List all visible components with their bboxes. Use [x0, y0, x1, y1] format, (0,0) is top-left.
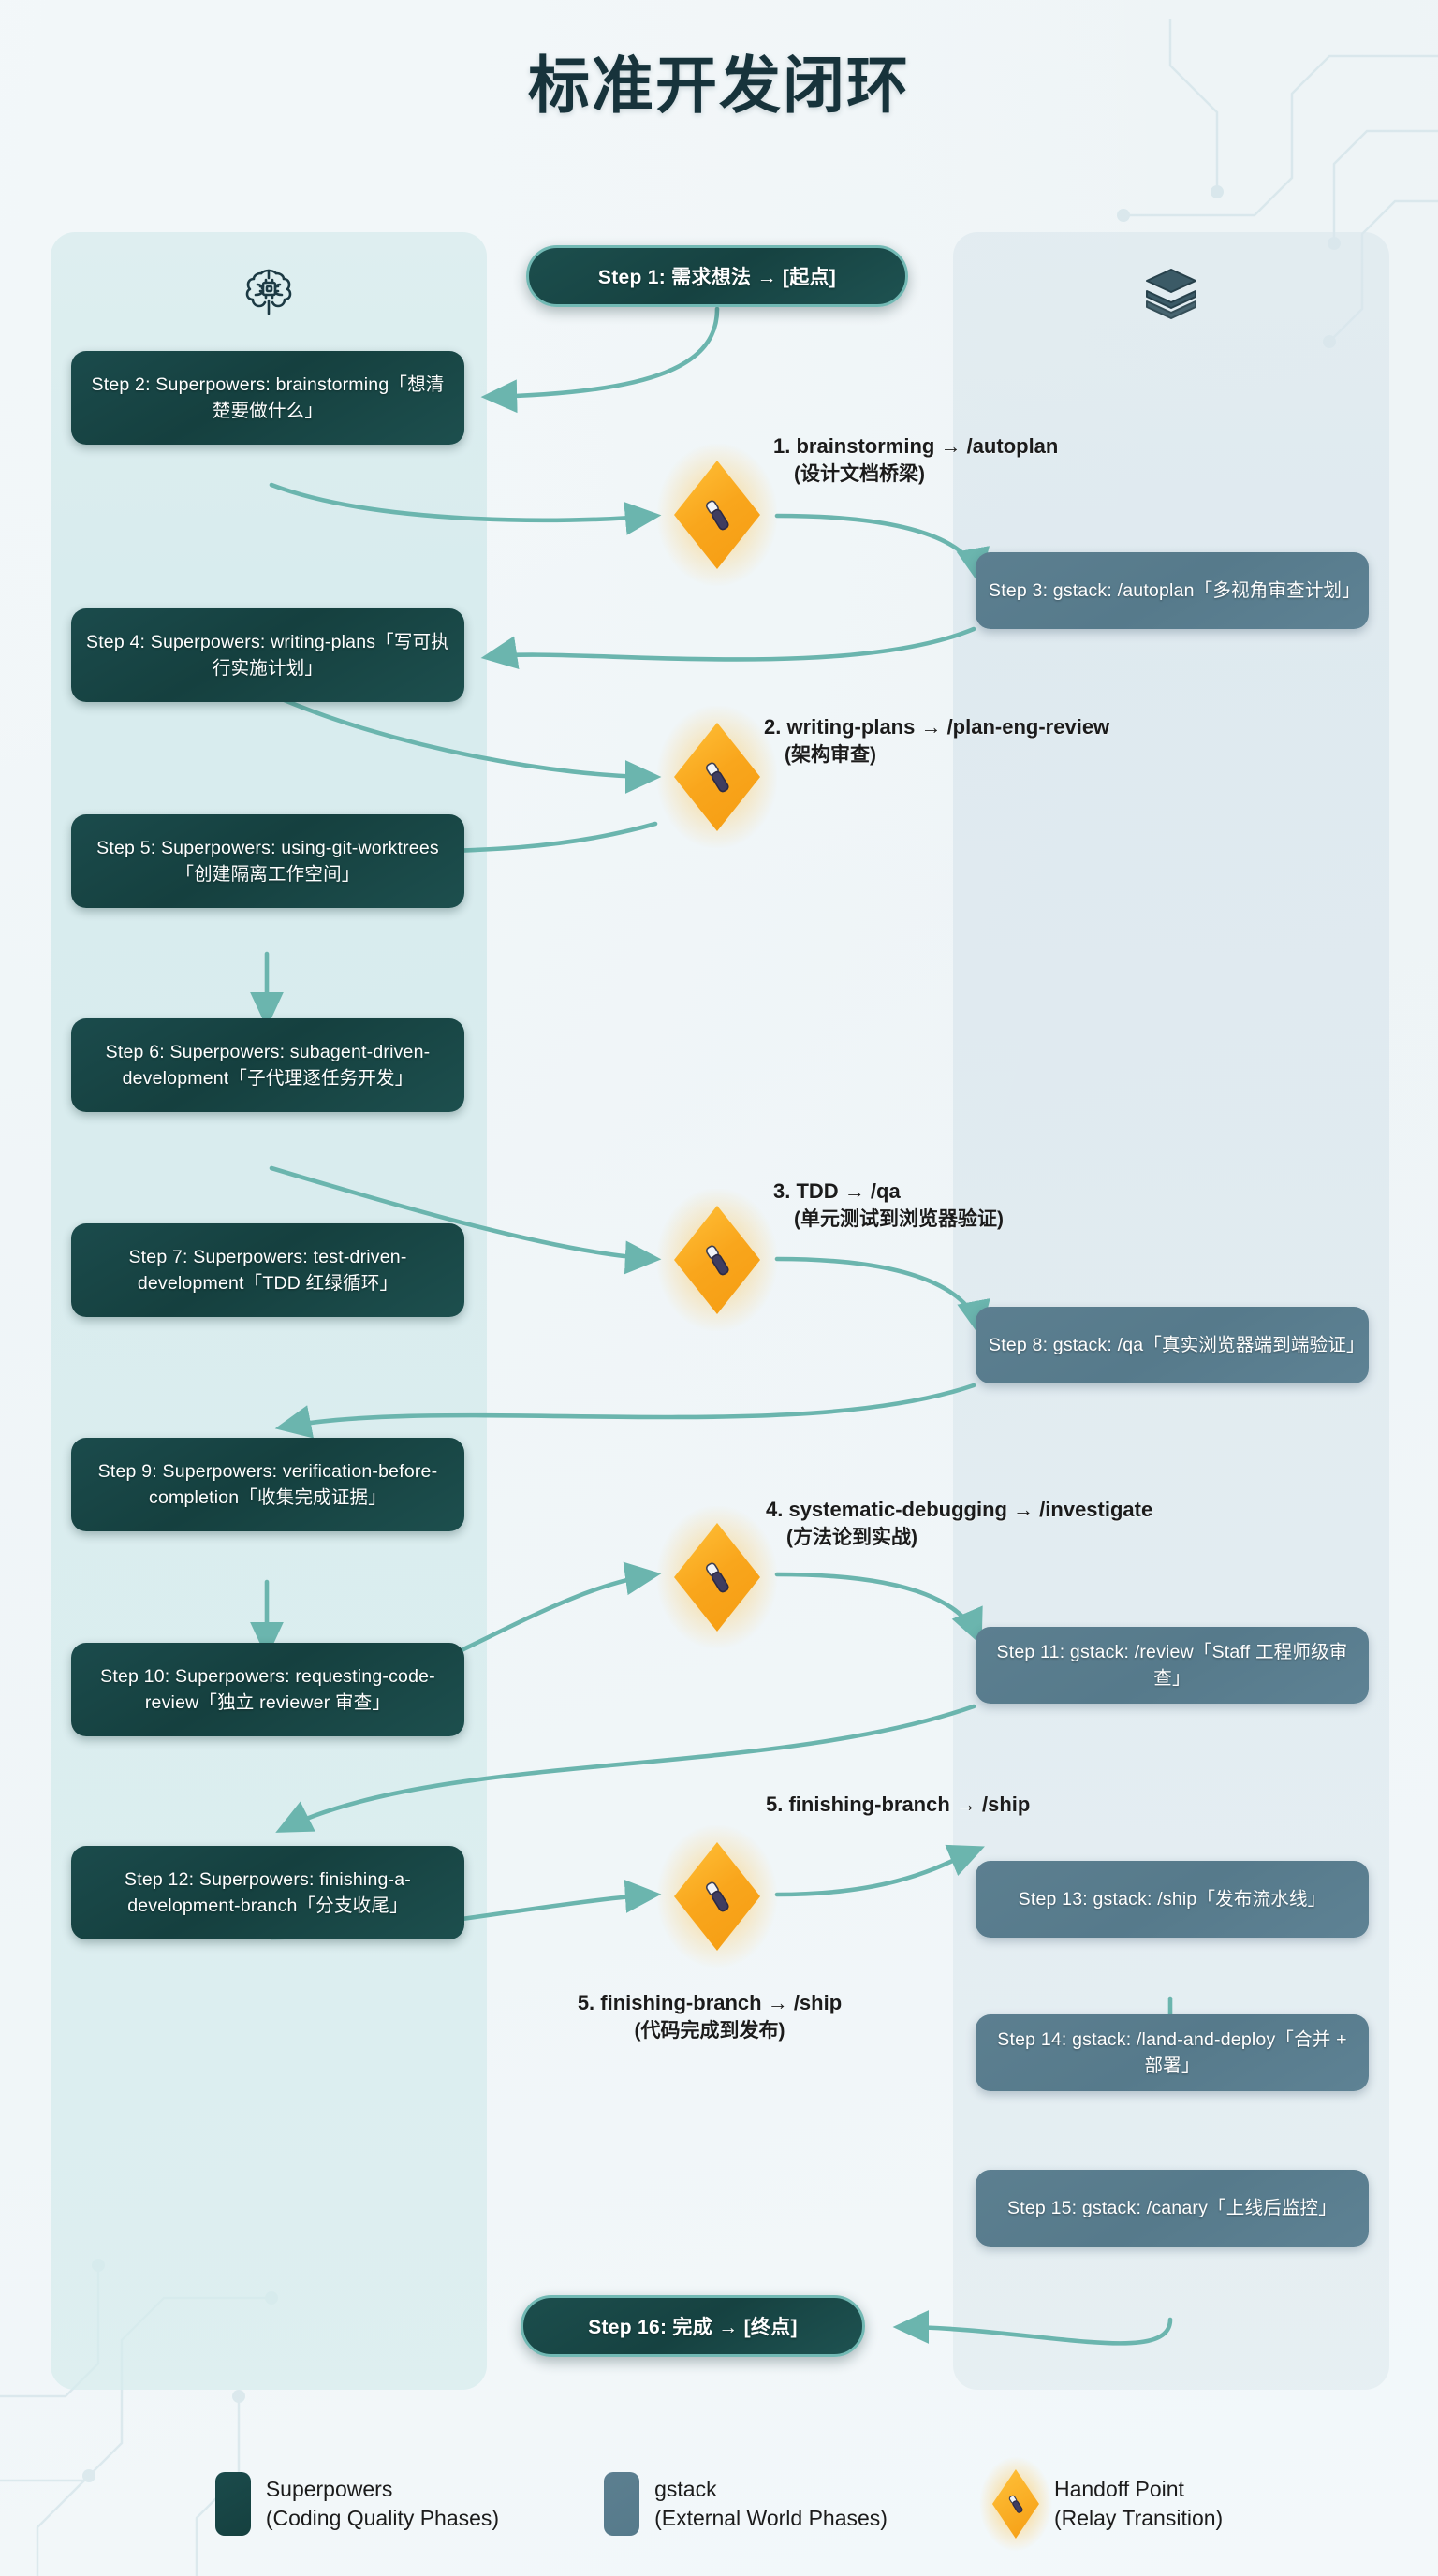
- node-step-11[interactable]: Step 11: gstack: /review「Staff 工程师级审查」: [976, 1627, 1369, 1704]
- legend-gstack-subtitle: (External World Phases): [654, 2506, 888, 2530]
- handoff-label-3-line2: (单元测试到浏览器验证): [794, 1208, 1004, 1230]
- page-title: 标准开发闭环: [528, 51, 910, 120]
- node-step-6-label: Step 6: Superpowers: subagent-driven-dev…: [105, 1042, 431, 1089]
- handoff-point-2[interactable]: [657, 706, 777, 848]
- node-step-5-label: Step 5: Superpowers: using-git-worktrees…: [96, 838, 439, 885]
- handoff-label-2-line1: 2. writing-plans → /plan-eng-review: [764, 715, 1110, 739]
- handoff-point-4[interactable]: [657, 1506, 777, 1648]
- legend-swatch-handoff: [978, 2456, 1052, 2552]
- node-step-9-label: Step 9: Superpowers: verification-before…: [97, 1461, 438, 1508]
- node-step-9[interactable]: Step 9: Superpowers: verification-before…: [71, 1438, 464, 1531]
- handoff-point-3[interactable]: [657, 1189, 777, 1331]
- start-node-label: Step 1: 需求想法 → [起点]: [597, 267, 837, 288]
- node-step-8[interactable]: Step 8: gstack: /qa「真实浏览器端到端验证」: [976, 1307, 1369, 1383]
- node-step-3[interactable]: Step 3: gstack: /autoplan「多视角审查计划」: [976, 552, 1369, 629]
- legend-superpowers-subtitle: (Coding Quality Phases): [265, 2506, 500, 2530]
- stacked-layers-icon: [1146, 269, 1196, 319]
- handoff-label-4: 4. systematic-debugging → /investigate (…: [766, 1496, 1152, 1552]
- handoff-label-1-line1: 1. brainstorming → /autoplan: [773, 434, 1059, 458]
- end-node-label: Step 16: 完成 → [终点]: [588, 2317, 798, 2338]
- node-step-2-label: Step 2: Superpowers: brainstorming「想清楚要做…: [91, 374, 445, 421]
- node-step-3-label: Step 3: gstack: /autoplan「多视角审查计划」: [989, 580, 1360, 601]
- handoff-label-1: 1. brainstorming → /autoplan (设计文档桥梁): [773, 432, 1058, 489]
- node-step-4[interactable]: Step 4: Superpowers: writing-plans「写可执行实…: [71, 608, 464, 702]
- legend-item-superpowers: Superpowers (Coding Quality Phases): [214, 2469, 499, 2539]
- relay-baton-icon: [705, 1245, 729, 1276]
- legend-text-handoff: Handoff Point (Relay Transition): [1054, 2475, 1223, 2533]
- handoff-label-4-line2: (方法论到实战): [786, 1527, 917, 1548]
- start-node-step-1[interactable]: Step 1: 需求想法 → [起点]: [526, 245, 908, 307]
- legend: Superpowers (Coding Quality Phases) gsta…: [0, 2456, 1438, 2552]
- node-step-10[interactable]: Step 10: Superpowers: requesting-code-re…: [71, 1643, 464, 1736]
- node-step-14[interactable]: Step 14: gstack: /land-and-deploy「合并 + 部…: [976, 2014, 1369, 2091]
- relay-baton-icon: [705, 1881, 729, 1912]
- node-step-7[interactable]: Step 7: Superpowers: test-driven-develop…: [71, 1223, 464, 1317]
- handoff-point-5[interactable]: [657, 1825, 777, 1968]
- node-step-15-label: Step 15: gstack: /canary「上线后监控」: [1007, 2198, 1337, 2218]
- brain-chip-icon: [245, 269, 292, 315]
- node-step-8-label: Step 8: gstack: /qa「真实浏览器端到端验证」: [989, 1335, 1365, 1355]
- handoff-label-4-line1: 4. systematic-debugging → /investigate: [766, 1498, 1153, 1521]
- handoff-label-5-line1: 5. finishing-branch → /ship: [766, 1793, 1031, 1816]
- legend-swatch-superpowers: [214, 2472, 251, 2536]
- node-step-11-label: Step 11: gstack: /review「Staff 工程师级审查」: [996, 1642, 1348, 1689]
- node-step-15[interactable]: Step 15: gstack: /canary「上线后监控」: [976, 2170, 1369, 2247]
- relay-baton-icon: [705, 762, 729, 793]
- handoff-label-2: 2. writing-plans → /plan-eng-review (架构审…: [764, 713, 1109, 769]
- relay-baton-icon: [1008, 2495, 1023, 2513]
- node-step-7-label: Step 7: Superpowers: test-driven-develop…: [128, 1247, 407, 1294]
- end-node-step-16[interactable]: Step 16: 完成 → [终点]: [521, 2295, 865, 2357]
- node-step-12[interactable]: Step 12: Superpowers: finishing-a-develo…: [71, 1846, 464, 1939]
- legend-gstack-title: gstack: [654, 2477, 717, 2501]
- node-step-5[interactable]: Step 5: Superpowers: using-git-worktrees…: [71, 814, 464, 908]
- legend-swatch-gstack: [604, 2472, 640, 2536]
- legend-item-handoff: Handoff Point (Relay Transition): [978, 2456, 1223, 2552]
- legend-text-gstack: gstack (External World Phases): [654, 2475, 888, 2533]
- handoff-label-6-line1: 5. finishing-branch → /ship: [577, 1991, 843, 2014]
- legend-text-superpowers: Superpowers (Coding Quality Phases): [266, 2475, 499, 2533]
- node-step-4-label: Step 4: Superpowers: writing-plans「写可执行实…: [85, 632, 449, 679]
- relay-baton-icon: [705, 1562, 729, 1593]
- node-step-13[interactable]: Step 13: gstack: /ship「发布流水线」: [976, 1861, 1369, 1938]
- handoff-label-2-line2: (架构审查): [785, 744, 876, 766]
- node-step-14-label: Step 14: gstack: /land-and-deploy「合并 + 部…: [997, 2029, 1347, 2076]
- handoff-point-1[interactable]: [657, 444, 777, 586]
- node-step-10-label: Step 10: Superpowers: requesting-code-re…: [100, 1666, 435, 1713]
- handoff-label-3: 3. TDD → /qa (单元测试到浏览器验证): [773, 1178, 1004, 1234]
- legend-item-gstack: gstack (External World Phases): [604, 2469, 888, 2539]
- handoff-label-5: 5. finishing-branch → /ship: [766, 1791, 1030, 1819]
- legend-handoff-title: Handoff Point: [1053, 2477, 1184, 2501]
- node-step-13-label: Step 13: gstack: /ship「发布流水线」: [1018, 1889, 1327, 1910]
- legend-superpowers-title: Superpowers: [265, 2477, 393, 2501]
- node-step-6[interactable]: Step 6: Superpowers: subagent-driven-dev…: [71, 1018, 464, 1112]
- legend-handoff-subtitle: (Relay Transition): [1053, 2506, 1224, 2530]
- node-step-2[interactable]: Step 2: Superpowers: brainstorming「想清楚要做…: [71, 351, 464, 445]
- handoff-label-3-line1: 3. TDD → /qa: [773, 1179, 901, 1203]
- handoff-label-6: 5. finishing-branch → /ship (代码完成到发布): [457, 1989, 962, 2045]
- node-step-12-label: Step 12: Superpowers: finishing-a-develo…: [125, 1869, 411, 1916]
- handoff-label-6-line2: (代码完成到发布): [634, 2020, 785, 2042]
- handoff-label-1-line2: (设计文档桥梁): [794, 463, 925, 485]
- relay-baton-icon: [705, 500, 729, 531]
